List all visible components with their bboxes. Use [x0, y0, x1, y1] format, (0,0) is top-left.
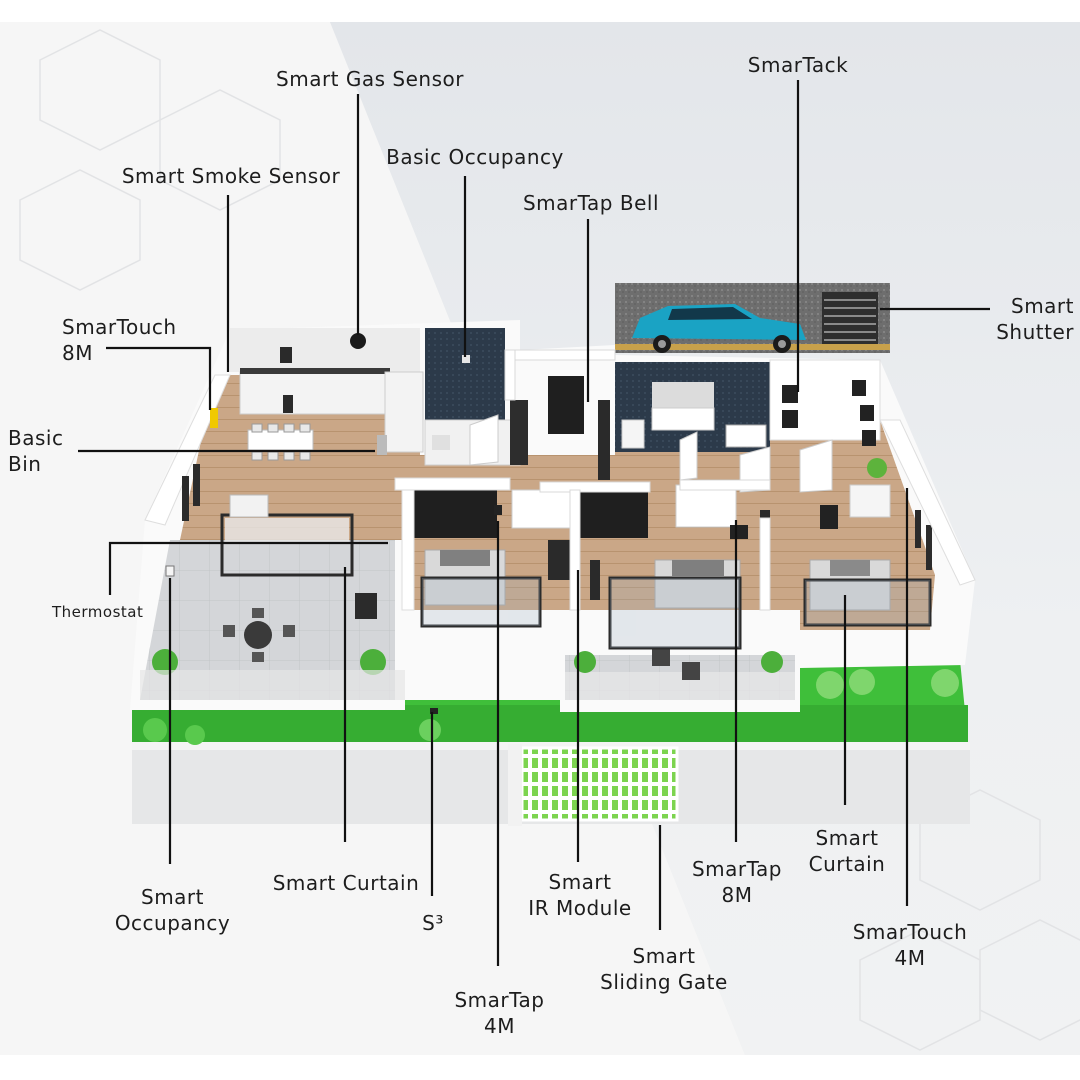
- occupancy-device: [165, 565, 175, 577]
- main-door: [548, 376, 584, 434]
- patio-table: [244, 621, 272, 649]
- kitchen-wall: [230, 328, 420, 372]
- gas-sensor-device: [350, 333, 366, 349]
- label-basic-occupancy: Basic Occupancy: [386, 145, 564, 169]
- label-smart-sliding-gate: Smart Sliding Gate: [600, 944, 728, 994]
- label-smartouch-4m: SmarTouch 4M: [852, 920, 968, 970]
- label-smart-smoke-sensor: Smart Smoke Sensor: [121, 164, 341, 188]
- dining-table: [247, 429, 314, 451]
- label-basic-bin: Basic Bin: [8, 426, 64, 476]
- patio: [140, 540, 395, 700]
- label-smart-ir-module: Smart IR Module: [528, 870, 632, 920]
- diagram-frame: Smart Gas Sensor SmarTack Basic Occupanc…: [0, 22, 1080, 1055]
- car: [632, 304, 806, 353]
- callout-lines: [78, 80, 990, 966]
- label-thermostat: Thermostat: [52, 603, 144, 621]
- kitchen-counter: [239, 371, 391, 415]
- hexagon-decoration: [19, 29, 1080, 1051]
- label-smartap-8m: SmarTap 8M: [691, 857, 782, 907]
- label-smartap-bell: SmarTap Bell: [522, 191, 659, 215]
- label-smartouch-8m: SmarTouch 8M: [62, 315, 177, 365]
- house-floorplan-illustration: [19, 29, 1080, 1051]
- label-smart-occupancy: Smart Occupancy: [114, 885, 231, 935]
- label-smartack: SmarTack: [747, 53, 849, 77]
- label-smart-curtain-left: Smart Curtain: [272, 871, 420, 895]
- label-smartap-4m: SmarTap 4M: [454, 988, 545, 1038]
- smartouch-8m-device: [210, 408, 218, 428]
- label-smart-shutter: Smart Shutter: [996, 294, 1074, 344]
- s3-device: [430, 708, 438, 714]
- label-smart-gas-sensor: Smart Gas Sensor: [276, 67, 464, 91]
- label-s3: S³: [422, 911, 444, 935]
- patio-pergola: [220, 513, 354, 577]
- sliding-gate: [520, 746, 679, 822]
- label-smart-curtain-right: Smart Curtain: [808, 826, 886, 876]
